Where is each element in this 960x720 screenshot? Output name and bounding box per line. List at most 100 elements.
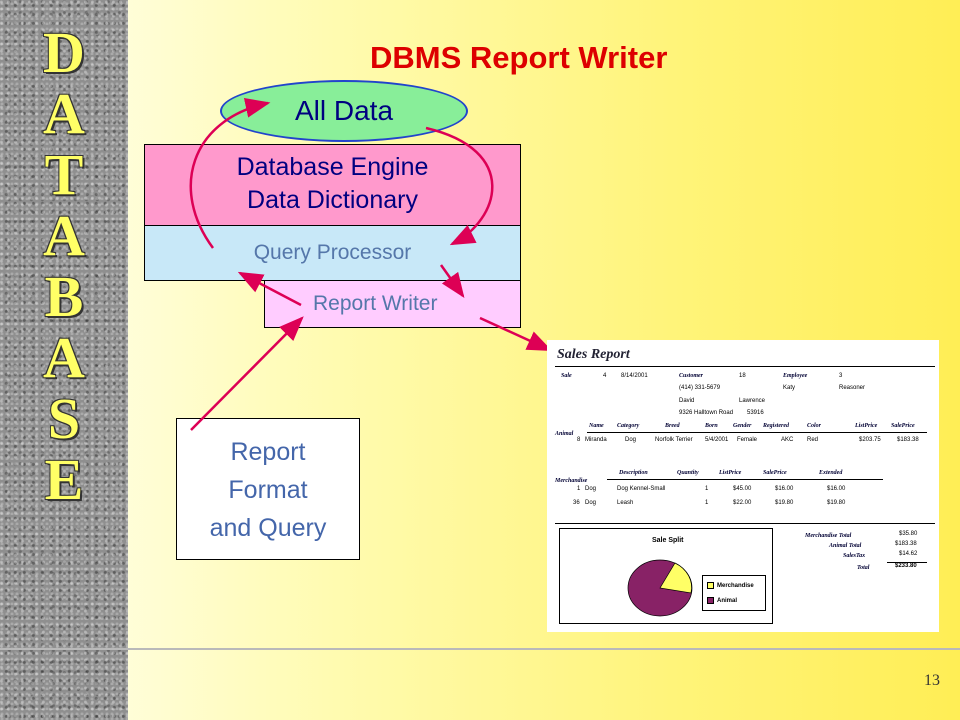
total-value: $35.80 xyxy=(899,531,918,537)
merch-cell: Leash xyxy=(617,500,634,506)
animal-cell: $203.75 xyxy=(859,437,881,443)
merch-cell: 1 xyxy=(705,500,709,506)
customer-label: Customer xyxy=(679,373,704,379)
total-label: Total xyxy=(857,565,870,571)
legend-item-animal: Animal xyxy=(707,597,765,604)
customer-phone: (414) 331-5679 xyxy=(679,385,721,391)
database-engine-box: Database Engine Data Dictionary xyxy=(144,144,521,226)
total-value: $14.62 xyxy=(899,551,918,557)
legend-label: Animal xyxy=(717,598,738,605)
sidebar-letter: A xyxy=(43,81,85,146)
col-header: SalePrice xyxy=(891,423,915,429)
format-line: Report xyxy=(230,438,306,466)
customer-last: Lawrence xyxy=(739,398,766,404)
legend-swatch xyxy=(707,582,714,589)
merch-cell: $16.00 xyxy=(827,486,846,492)
col-header: Color xyxy=(807,423,822,429)
col-header: ListPrice xyxy=(855,423,878,429)
arrow-format-to-report xyxy=(190,316,304,431)
col-header: Registered xyxy=(763,423,789,429)
legend-label: Merchandise xyxy=(717,583,754,590)
merch-cell: $45.00 xyxy=(733,486,752,492)
sidebar-letter: B xyxy=(44,264,84,329)
animal-cell: 5/4/2001 xyxy=(705,437,729,443)
sidebar-letter: S xyxy=(47,386,81,451)
report-rule xyxy=(887,562,927,563)
data-dictionary-label: Data Dictionary xyxy=(247,186,418,214)
arrow-query-to-report xyxy=(439,264,465,299)
sidebar-letter: A xyxy=(43,203,85,268)
employee-first: Katy xyxy=(783,385,796,391)
animal-cell: Miranda xyxy=(585,437,607,443)
customer-first: David xyxy=(679,398,695,404)
employee-label: Employee xyxy=(783,373,808,379)
sale-split-chart: Sale Split Merchandise Animal xyxy=(559,528,773,624)
report-rule xyxy=(555,366,935,367)
sale-date: 8/14/2001 xyxy=(621,373,648,379)
employee-id: 3 xyxy=(839,373,843,379)
merch-cell: Dog Kennel-Small xyxy=(617,486,666,492)
pie-legend: Merchandise Animal xyxy=(702,575,766,611)
sidebar-letter: A xyxy=(43,325,85,390)
col-header: Quantity xyxy=(677,470,699,476)
col-header: Born xyxy=(705,423,718,429)
col-header: Category xyxy=(617,423,640,429)
animal-cell: 8 xyxy=(577,437,581,443)
grand-total-value: $233.80 xyxy=(895,563,917,569)
customer-address: 9326 Halltown Road xyxy=(679,410,734,416)
merch-cell: Dog xyxy=(585,500,597,506)
total-label: Animal Total xyxy=(829,543,862,549)
sidebar-letter: E xyxy=(44,447,84,512)
animal-cell: Female xyxy=(737,437,758,443)
arrow-data-to-query xyxy=(425,126,494,246)
report-writer-label: Report Writer xyxy=(313,292,438,315)
merchandise-label: Merchandise xyxy=(555,478,588,484)
sidebar-letter: D xyxy=(43,20,85,85)
merch-cell: 1 xyxy=(577,486,581,492)
col-header: Extended xyxy=(819,470,843,476)
pie-title: Sale Split xyxy=(652,537,684,544)
merch-cell: $16.00 xyxy=(775,486,794,492)
sale-label: Sale xyxy=(561,373,572,379)
report-format-box: Report Format and Query xyxy=(176,418,360,560)
animal-cell: $183.38 xyxy=(897,437,919,443)
col-header: SalePrice xyxy=(763,470,787,476)
col-header: Breed xyxy=(665,423,680,429)
arrow-report-to-query xyxy=(237,271,302,307)
merch-cell: Dog xyxy=(585,486,597,492)
page-number: 13 xyxy=(924,672,940,689)
merch-cell: 36 xyxy=(573,500,580,506)
arrow-report-to-output xyxy=(479,316,553,352)
pie-graphic xyxy=(627,559,693,617)
report-rule xyxy=(587,432,927,433)
total-label: Merchandise Total xyxy=(805,533,852,539)
merch-cell: $19.80 xyxy=(775,500,794,506)
employee-last: Reasoner xyxy=(839,385,866,391)
sidebar-letter: T xyxy=(44,142,84,207)
footer-divider xyxy=(0,648,960,650)
report-rule xyxy=(555,523,935,524)
sidebar-texture: D A T A B A S E xyxy=(0,0,128,720)
animal-cell: Dog xyxy=(625,437,637,443)
customer-id: 18 xyxy=(739,373,746,379)
sale-id: 4 xyxy=(603,373,607,379)
sales-report-title: Sales Report xyxy=(557,347,630,362)
total-value: $183.38 xyxy=(895,541,917,547)
col-header: Description xyxy=(619,470,648,476)
database-vertical-title: D A T A B A S E xyxy=(26,22,102,510)
pie-slice-merchandise xyxy=(659,562,692,594)
format-line: and Query xyxy=(209,514,327,542)
all-data-label: All Data xyxy=(294,95,394,126)
legend-swatch xyxy=(707,597,714,605)
animal-cell: Norfolk Terrier xyxy=(655,437,693,443)
customer-zip: 53916 xyxy=(747,410,764,416)
merch-cell: 1 xyxy=(705,486,709,492)
animal-cell: Red xyxy=(807,437,819,443)
merch-cell: $22.00 xyxy=(733,500,752,506)
report-rule xyxy=(607,479,883,480)
format-line: Format xyxy=(228,476,308,504)
col-header: ListPrice xyxy=(719,470,742,476)
animal-label: Animal xyxy=(555,431,574,437)
report-writer-box: Report Writer xyxy=(264,280,521,328)
